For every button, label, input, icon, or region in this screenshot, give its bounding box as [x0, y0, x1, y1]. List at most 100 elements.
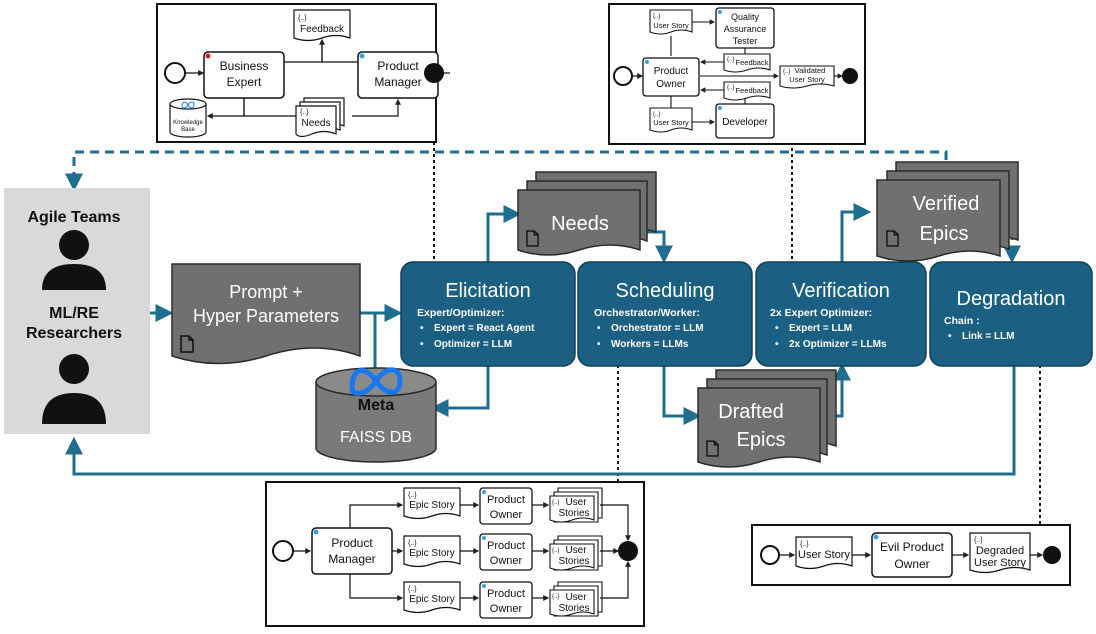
- stage-scheduling: Scheduling Orchestrator/Worker: • Orches…: [577, 261, 753, 367]
- prompt-document: Prompt + Hyper Parameters: [171, 263, 361, 365]
- stage-verification: Verification 2x Expert Optimizer: • Expe…: [755, 261, 927, 367]
- meta-logo-icon: [349, 367, 403, 396]
- feedback-data-object: [723, 53, 771, 73]
- stage-subtitle: Expert/Optimizer:: [417, 307, 505, 319]
- degraded-story-data-object: [969, 532, 1031, 574]
- feedback-data-object: [293, 9, 351, 42]
- svg-text:User Story: User Story: [653, 21, 689, 30]
- svg-text:{..}: {..}: [653, 14, 660, 20]
- svg-text:Owner: Owner: [490, 509, 523, 521]
- stage-bullet: Expert = React Agent: [434, 323, 535, 334]
- svg-text:Feedback: Feedback: [736, 58, 769, 67]
- stage-bullet: Link = LLM: [962, 331, 1015, 342]
- svg-text:Needs: Needs: [302, 118, 331, 129]
- end-event-icon: [842, 68, 858, 84]
- drafted-label-line2: Epics: [737, 429, 786, 451]
- end-event-icon: [1043, 546, 1061, 564]
- svg-text:Base: Base: [181, 127, 195, 133]
- start-event-icon: [164, 62, 186, 84]
- panel-scheduling-bpmn: Product Manager {..} Epic Story Product …: [265, 481, 645, 627]
- svg-text:{..}: {..}: [300, 109, 309, 116]
- end-event-icon: [618, 541, 638, 561]
- svg-text:Knowledge: Knowledge: [173, 120, 203, 126]
- meta-brand-text: Meta: [358, 397, 395, 414]
- researchers-label-line2: Researchers: [26, 325, 122, 342]
- agent-marker-icon: [359, 53, 365, 59]
- svg-text:{..}: {..}: [783, 69, 790, 75]
- svg-text:{..}: {..}: [408, 492, 417, 499]
- panel-verification-bpmn: Product Owner {..} User Story Quality As…: [608, 3, 866, 145]
- panel-elicitation-bpmn: Business Expert {..} Feedback Product Ma…: [156, 3, 450, 143]
- stage-subtitle: Chain :: [944, 315, 980, 327]
- svg-text:Epic Story: Epic Story: [409, 594, 455, 605]
- svg-text:•: •: [775, 339, 779, 350]
- start-event-icon: [613, 66, 633, 86]
- svg-text:Degraded: Degraded: [976, 545, 1024, 557]
- svg-text:Manager: Manager: [328, 552, 375, 566]
- svg-text:Business: Business: [220, 59, 269, 73]
- svg-text:Evil Product: Evil Product: [880, 540, 945, 554]
- start-event-icon: [272, 540, 294, 562]
- svg-text:Tester: Tester: [733, 36, 758, 46]
- svg-text:{..}: {..}: [408, 540, 417, 547]
- stage-bullet: Workers = LLMs: [611, 339, 689, 350]
- svg-text:•: •: [420, 339, 424, 350]
- researcher-person-icon: [42, 354, 106, 424]
- verified-label-line1: Verified: [913, 193, 980, 215]
- epic-story-row-3: {..} Epic Story Product Owner {..} User …: [403, 560, 631, 619]
- product-owner-task: [642, 57, 700, 97]
- svg-text:Product: Product: [654, 66, 689, 77]
- svg-text:Stories: Stories: [558, 603, 589, 614]
- svg-text:{..}: {..}: [552, 548, 559, 554]
- svg-text:Owner: Owner: [656, 79, 686, 90]
- svg-text:Feedback: Feedback: [736, 86, 769, 95]
- stage-title: Degradation: [957, 288, 1066, 310]
- product-manager-task: [311, 527, 393, 575]
- feedback-data-object: [723, 81, 771, 101]
- faiss-db: Meta FAISS DB: [315, 367, 437, 463]
- svg-text:User Story: User Story: [974, 557, 1026, 569]
- svg-text:User Story: User Story: [798, 549, 850, 561]
- svg-text:User Story: User Story: [789, 75, 825, 84]
- svg-text:Developer: Developer: [722, 117, 768, 128]
- svg-text:{..}: {..}: [552, 500, 559, 506]
- flow-arrows: [65, 203, 1016, 476]
- agent-marker-icon: [205, 53, 211, 59]
- user-story-data-object: [649, 9, 693, 35]
- svg-text:Expert: Expert: [227, 75, 262, 89]
- svg-text:Stories: Stories: [558, 508, 589, 519]
- actor-panel: Agile Teams ML/RE Researchers: [4, 188, 150, 434]
- svg-text:Quality: Quality: [731, 12, 760, 22]
- svg-text:Epic Story: Epic Story: [409, 548, 455, 559]
- start-event-icon: [760, 545, 780, 565]
- faiss-db-label: FAISS DB: [340, 429, 412, 446]
- svg-text:Product: Product: [487, 540, 525, 552]
- validated-story-data-object: [779, 65, 835, 89]
- svg-text:•: •: [597, 339, 601, 350]
- stage-title: Verification: [792, 280, 890, 302]
- svg-text:Epic Story: Epic Story: [409, 500, 455, 511]
- svg-text:User Story: User Story: [653, 118, 689, 127]
- svg-text:{..}: {..}: [727, 57, 734, 63]
- drafted-label-line1: Drafted: [718, 401, 784, 423]
- end-event-icon: [424, 63, 444, 83]
- stage-elicitation: Elicitation Expert/Optimizer: • Expert =…: [400, 261, 576, 367]
- stage-bullet: Orchestrator = LLM: [611, 323, 704, 334]
- verified-label-line2: Epics: [920, 223, 969, 245]
- agent-marker-icon: [313, 529, 319, 535]
- actor-panel-bg: [4, 188, 150, 434]
- svg-text:Feedback: Feedback: [300, 24, 345, 35]
- svg-text:Product: Product: [377, 59, 419, 73]
- svg-text:Product: Product: [487, 588, 525, 600]
- svg-text:•: •: [948, 331, 952, 342]
- user-story-data-object: [649, 107, 693, 133]
- svg-text:{..}: {..}: [653, 112, 660, 118]
- stage-subtitle: Orchestrator/Worker:: [594, 307, 700, 319]
- svg-text:{..}: {..}: [552, 594, 559, 600]
- stage-bullet: 2x Optimizer = LLMs: [789, 339, 887, 350]
- stage-bullet: Optimizer = LLM: [434, 339, 512, 350]
- epic-story-row-2: {..} Epic Story Product Owner {..} User …: [403, 533, 620, 571]
- stage-degradation: Degradation Chain : • Link = LLM: [929, 261, 1093, 367]
